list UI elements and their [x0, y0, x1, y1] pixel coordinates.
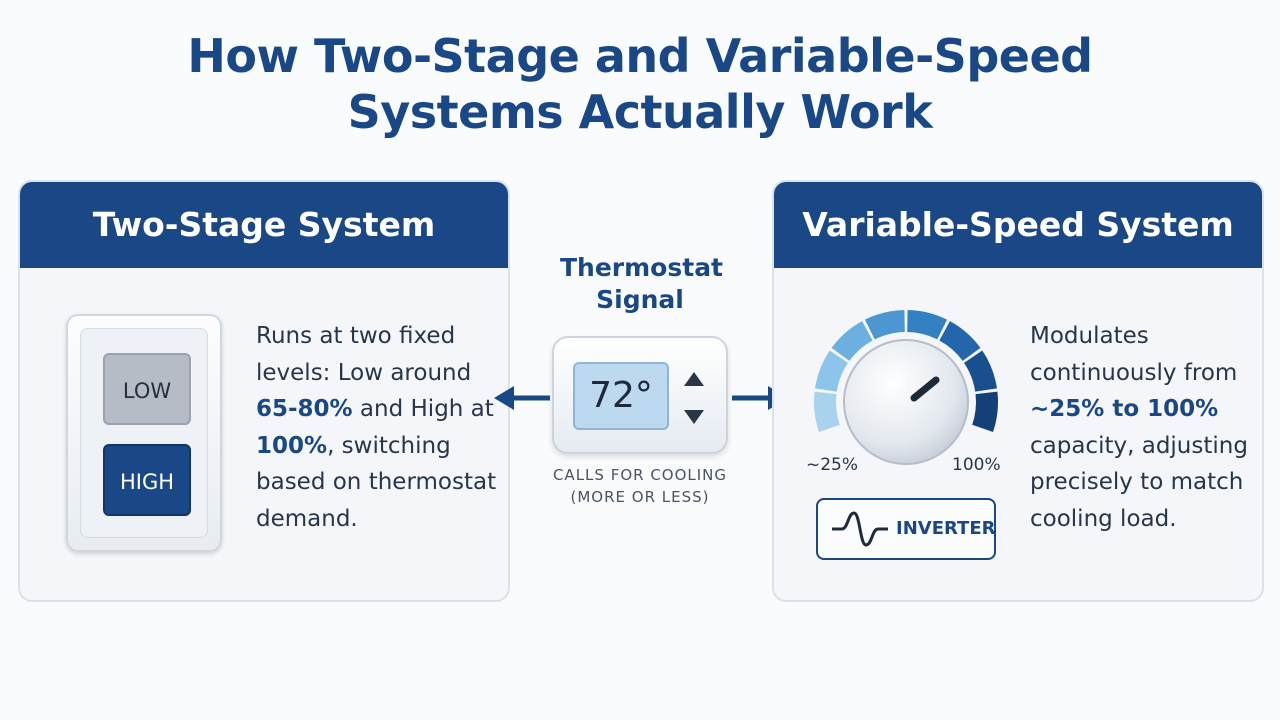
calls-line-1: CALLS FOR COOLING	[552, 466, 728, 484]
high-button[interactable]: HIGH	[103, 444, 191, 516]
desc-text: , switching based on thermostat demand.	[256, 432, 497, 532]
desc-text: capacity, adjusting precisely to match c…	[1030, 432, 1248, 532]
two-stage-header: Two-Stage System	[20, 182, 508, 268]
sine-wave-icon	[832, 511, 888, 547]
two-stage-switch: LOW HIGH	[66, 314, 222, 552]
variable-speed-description: Modulates continuously from ~25% to 100%…	[1030, 318, 1260, 537]
low-button[interactable]: LOW	[103, 353, 191, 425]
desc-bold: 65-80%	[256, 396, 353, 422]
two-stage-panel: Two-Stage System LOW HIGH Runs at two fi…	[18, 180, 510, 602]
dial-segment	[964, 350, 997, 392]
two-stage-description: Runs at two fixed levels: Low around 65-…	[256, 318, 506, 537]
dial-segment	[815, 350, 848, 392]
calls-line-2: (MORE OR LESS)	[570, 488, 710, 506]
dial-min-label: ~25%	[806, 455, 859, 475]
desc-bold: 100%	[256, 432, 328, 459]
title-line-2: Systems Actually Work	[347, 85, 933, 139]
calls-for-cooling-text: CALLS FOR COOLING (MORE OR LESS)	[520, 464, 760, 508]
thermostat-label-text: Thermostat Signal	[560, 253, 724, 314]
dial-arc	[814, 310, 998, 432]
thermostat-screen: 72°	[573, 362, 669, 430]
dial-segment	[831, 321, 873, 361]
switch-plate: LOW HIGH	[80, 328, 208, 538]
thermostat-signal-label: Thermostat Signal	[520, 252, 760, 316]
dial-segment	[814, 391, 840, 432]
dial-max-label: 100%	[952, 455, 1001, 475]
variable-speed-header: Variable-Speed System	[774, 182, 1262, 268]
inverter-badge: INVERTER	[816, 498, 996, 560]
dial-segment	[864, 310, 905, 340]
dial-knob[interactable]	[843, 339, 969, 465]
desc-text: Modulates continuously from	[1030, 323, 1238, 386]
page-title: How Two-Stage and Variable-Speed Systems…	[0, 28, 1280, 140]
dial-segment	[972, 391, 998, 432]
thermostat-device: 72°	[552, 336, 728, 454]
dial-needle	[910, 376, 940, 402]
arrow-left-icon	[494, 386, 550, 410]
dial-segment	[907, 310, 948, 340]
up-down-arrows-icon[interactable]	[681, 368, 707, 428]
desc-text: Runs at two fixed levels: Low around	[256, 323, 472, 386]
dial-segment	[939, 321, 981, 361]
desc-text: and High at	[352, 396, 494, 422]
desc-bold: ~25% to 100%	[1030, 396, 1219, 422]
capacity-dial	[814, 310, 998, 465]
inverter-label: INVERTER	[896, 518, 996, 539]
title-line-1: How Two-Stage and Variable-Speed	[187, 29, 1093, 83]
